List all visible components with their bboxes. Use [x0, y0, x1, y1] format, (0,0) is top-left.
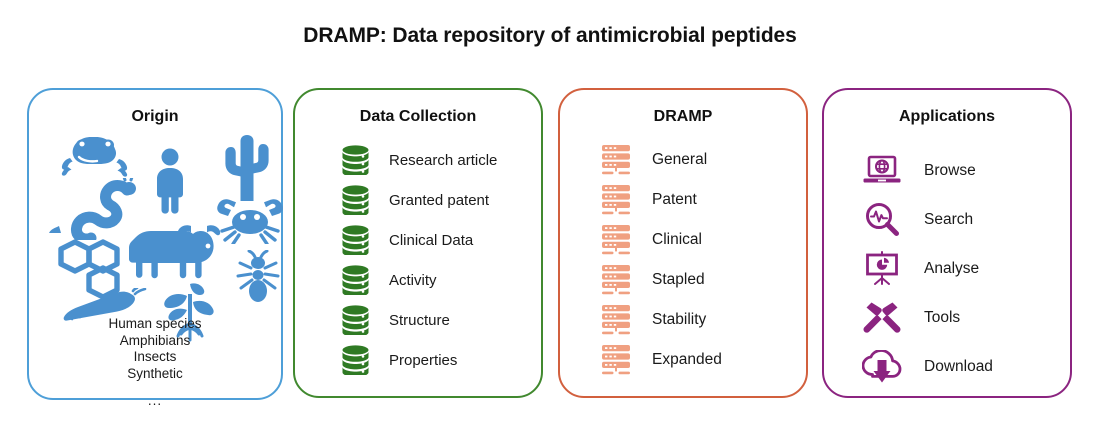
list-item[interactable]: Clinical Data — [295, 220, 541, 260]
origin-list-item: Amphibians — [119, 332, 191, 348]
list-item-label: Tools — [924, 308, 961, 326]
human-icon — [157, 148, 183, 214]
list-item-label: Expanded — [652, 351, 722, 368]
database-icon — [339, 343, 371, 377]
list-item[interactable]: Activity — [295, 260, 541, 300]
panel-data-collection-title: Data Collection — [359, 108, 477, 125]
frog-icon — [61, 137, 128, 177]
cloud-download-icon — [862, 347, 902, 387]
applications-list: Browse Search — [824, 146, 1070, 391]
list-item[interactable]: Download — [824, 342, 1070, 391]
list-item[interactable]: Properties — [295, 340, 541, 380]
list-item-label: Patent — [652, 191, 697, 208]
list-item-label: Search — [924, 210, 974, 228]
laptop-globe-icon — [862, 151, 902, 191]
origin-list-item: Human species — [108, 316, 202, 331]
list-item-label: General — [652, 151, 708, 168]
database-icon — [339, 303, 371, 337]
list-item-label: Clinical Data — [389, 231, 474, 249]
origin-source-list: Human species Amphibians Insects Synthet… — [29, 316, 281, 410]
list-item[interactable]: Clinical — [560, 220, 806, 260]
cow-icon — [129, 225, 221, 279]
server-rack-icon — [600, 183, 632, 217]
database-icon — [339, 183, 371, 217]
panel-origin-title: Origin — [131, 108, 179, 125]
list-item-label: Download — [924, 357, 993, 375]
origin-list-ellipsis: ... — [147, 393, 163, 408]
crab-icon — [217, 199, 283, 244]
origin-list-item: Synthetic — [127, 365, 183, 381]
panel-dramp: DRAMP — [558, 88, 808, 398]
list-item-label: Stability — [652, 311, 707, 328]
list-item-label: Clinical — [652, 231, 702, 248]
presentation-chart-icon — [862, 249, 902, 289]
database-icon — [339, 263, 371, 297]
list-item-label: Granted patent — [389, 191, 490, 209]
dramp-list: General — [560, 140, 806, 380]
molecule-icon — [58, 239, 120, 300]
list-item[interactable]: Browse — [824, 146, 1070, 195]
server-rack-icon — [600, 303, 632, 337]
list-item[interactable]: Analyse — [824, 244, 1070, 293]
list-item[interactable]: Expanded — [560, 340, 806, 380]
panel-applications: Applications Browse — [822, 88, 1072, 398]
list-item[interactable]: Structure — [295, 300, 541, 340]
server-rack-icon — [600, 223, 632, 257]
panel-dramp-title: DRAMP — [653, 108, 713, 125]
cactus-icon — [225, 135, 269, 201]
list-item-label: Structure — [389, 311, 450, 329]
ant-icon — [236, 250, 280, 302]
crossed-hammers-icon — [862, 298, 902, 338]
list-item-label: Research article — [389, 151, 498, 169]
list-item-label: Browse — [924, 161, 976, 179]
caterpillar-icon — [63, 288, 147, 321]
server-rack-icon — [600, 263, 632, 297]
list-item[interactable]: Granted patent — [295, 180, 541, 220]
list-item[interactable]: Tools — [824, 293, 1070, 342]
data-collection-list: Research article Granted patent — [295, 140, 541, 380]
list-item-label: Properties — [389, 351, 458, 369]
plant-icon — [164, 283, 214, 342]
server-rack-icon — [600, 143, 632, 177]
list-item[interactable]: General — [560, 140, 806, 180]
database-icon — [339, 223, 371, 257]
list-item[interactable]: Research article — [295, 140, 541, 180]
database-icon — [339, 143, 371, 177]
origin-icon-collage — [29, 130, 283, 342]
panel-applications-title: Applications — [898, 108, 995, 125]
list-item-label: Stapled — [652, 271, 705, 288]
list-item-label: Activity — [389, 271, 437, 289]
panel-origin: Origin — [27, 88, 283, 408]
server-rack-icon — [600, 343, 632, 377]
origin-list-item: Insects — [133, 349, 177, 364]
snake-icon — [49, 178, 136, 240]
magnifier-pulse-icon — [862, 200, 902, 240]
panel-data-collection: Data Collection Research article — [293, 88, 543, 398]
list-item[interactable]: Search — [824, 195, 1070, 244]
list-item[interactable]: Stapled — [560, 260, 806, 300]
list-item[interactable]: Patent — [560, 180, 806, 220]
list-item-label: Analyse — [924, 259, 980, 277]
page-title: DRAMP: Data repository of antimicrobial … — [303, 24, 797, 47]
list-item[interactable]: Stability — [560, 300, 806, 340]
